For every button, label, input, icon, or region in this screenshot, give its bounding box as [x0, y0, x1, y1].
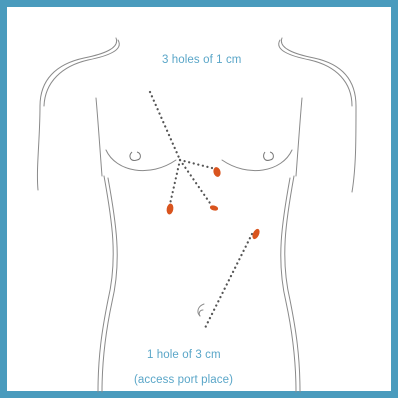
incision-lower-left: [166, 203, 174, 215]
nipple-marks: [130, 152, 273, 160]
incision-marks: [166, 166, 261, 240]
lower-left-dotted-line: [170, 160, 180, 204]
incision-lower-right: [209, 204, 218, 211]
upper-dotted-line: [150, 92, 180, 160]
top-holes-label: 3 holes of 1 cm: [162, 54, 241, 66]
left-nipple: [130, 152, 140, 160]
access-port-dotted-line: [204, 234, 252, 330]
incision-top-right: [212, 166, 221, 177]
trocar-paths: [150, 92, 252, 330]
right-nipple: [264, 152, 274, 160]
access-port-label: (access port place): [134, 374, 233, 386]
access-hole-label: 1 hole of 3 cm: [147, 349, 221, 361]
torso-outline: [37, 38, 356, 392]
